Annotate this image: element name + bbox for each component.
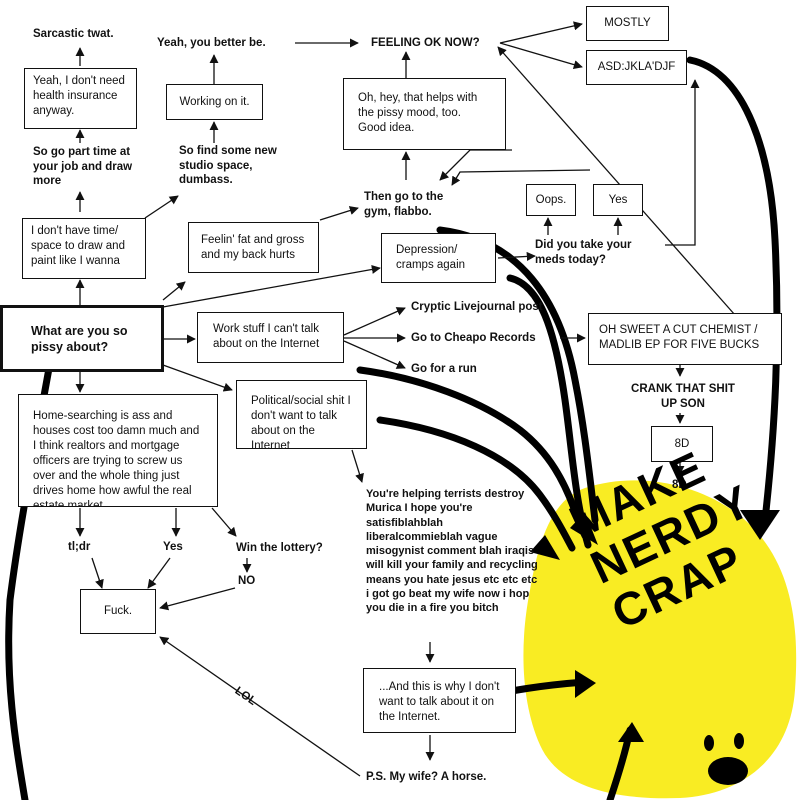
scribble-from-run <box>356 366 582 524</box>
eight-d-label: 8D <box>672 479 687 491</box>
working-on-it-text: Working on it. <box>179 95 250 108</box>
crank-label: CRANK THAT SHIT UP SON <box>631 383 735 410</box>
no-insurance-text: Yeah, I don't need health insurance anyw… <box>33 75 125 117</box>
pissy-mood-text: Oh, hey, that helps with the pissy mood,… <box>358 92 478 134</box>
yes-meds-box: Yes <box>593 184 643 216</box>
scribble-from-political <box>376 416 576 552</box>
keysmash-text: ASD:JKLA'DJF <box>597 61 676 73</box>
better-be-label: Yeah, you better be. <box>157 37 266 49</box>
work-stuff-text: Work stuff I can't talk about on the Int… <box>213 323 320 350</box>
root-question-text: What are you so pissy about? <box>31 323 128 354</box>
root-question-box: What are you so pissy about? <box>0 305 164 372</box>
face-eye-right <box>734 733 744 749</box>
oops-box: Oops. <box>526 184 576 216</box>
depression-text: Depression/ cramps again <box>396 244 466 271</box>
depression-box: Depression/ cramps again <box>381 233 496 283</box>
fat-gross-box: Feelin' fat and gross and my back hurts <box>188 222 319 273</box>
arrowhead-crap-3 <box>740 510 780 540</box>
working-on-it-box: Working on it. <box>166 84 263 120</box>
eight-d-box-text: 8D <box>674 437 690 450</box>
no-insurance-box: Yeah, I don't need health insurance anyw… <box>24 68 137 129</box>
this-is-why-text: ...And this is why I don't want to talk … <box>379 681 500 723</box>
yes-meds-text: Yes <box>608 193 628 206</box>
terrists-label: You're helping terrists destroy Murica I… <box>366 488 538 615</box>
tldr-label: tl;dr <box>68 541 91 553</box>
home-searching-box: Home-searching is ass and houses cost to… <box>18 394 218 507</box>
face-mouth <box>708 757 748 785</box>
cheapo-label: Go to Cheapo Records <box>411 332 536 344</box>
yellow-blob <box>523 480 797 799</box>
gym-label: Then go to the gym, flabbo. <box>364 191 444 218</box>
arrowhead-crap-5 <box>618 722 644 742</box>
political-text: Political/social shit I don't want to ta… <box>251 395 351 452</box>
scribble-from-top-left <box>436 226 599 524</box>
yes-label: Yes <box>163 541 183 553</box>
fuck-box: Fuck. <box>80 589 156 634</box>
fat-gross-text: Feelin' fat and gross and my back hurts <box>201 234 305 261</box>
horse-label: P.S. My wife? A horse. <box>366 771 487 783</box>
cryptic-label: Cryptic Livejournal post <box>411 301 543 313</box>
feeling-ok-label: FEELING OK NOW? <box>371 37 480 49</box>
lottery-label: Win the lottery? <box>236 542 323 554</box>
mostly-box: MOSTLY <box>586 6 669 41</box>
keysmash-box: ASD:JKLA'DJF <box>586 50 687 85</box>
eight-d-box: 8D <box>651 426 713 462</box>
pissy-mood-box: Oh, hey, that helps with the pissy mood,… <box>343 78 506 150</box>
arrowhead-crap-2 <box>530 535 560 560</box>
meds-label: Did you take your meds today? <box>535 239 632 266</box>
sarcastic-label: Sarcastic twat. <box>33 28 114 40</box>
this-is-why-box: ...And this is why I don't want to talk … <box>363 668 516 733</box>
scribble-from-cheapo <box>506 274 592 549</box>
cut-chemist-box: OH SWEET A CUT CHEMIST / MADLIB EP FOR F… <box>588 313 782 365</box>
studio-label: So find some new studio space, dumbass. <box>179 145 277 186</box>
mostly-text: MOSTLY <box>604 17 651 29</box>
political-box: Political/social shit I don't want to ta… <box>236 380 367 452</box>
run-label: Go for a run <box>411 363 477 375</box>
no-time-box: I don't have time/ space to draw and pai… <box>22 218 146 279</box>
no-time-text: I don't have time/ space to draw and pai… <box>31 225 125 267</box>
part-time-label: So go part time at your job and draw mor… <box>33 146 133 187</box>
cut-chemist-text: OH SWEET A CUT CHEMIST / MADLIB EP FOR F… <box>599 324 760 351</box>
arrowhead-crap-1 <box>570 512 598 545</box>
home-searching-text: Home-searching is ass and houses cost to… <box>33 410 200 507</box>
arrowhead-crap-4 <box>575 670 596 698</box>
scribble-from-keysmash <box>686 56 781 524</box>
face-eye-left <box>704 735 714 751</box>
work-stuff-box: Work stuff I can't talk about on the Int… <box>197 312 344 363</box>
oops-text: Oops. <box>535 193 567 206</box>
no-label: NO <box>238 575 256 587</box>
fuck-text: Fuck. <box>103 605 133 617</box>
